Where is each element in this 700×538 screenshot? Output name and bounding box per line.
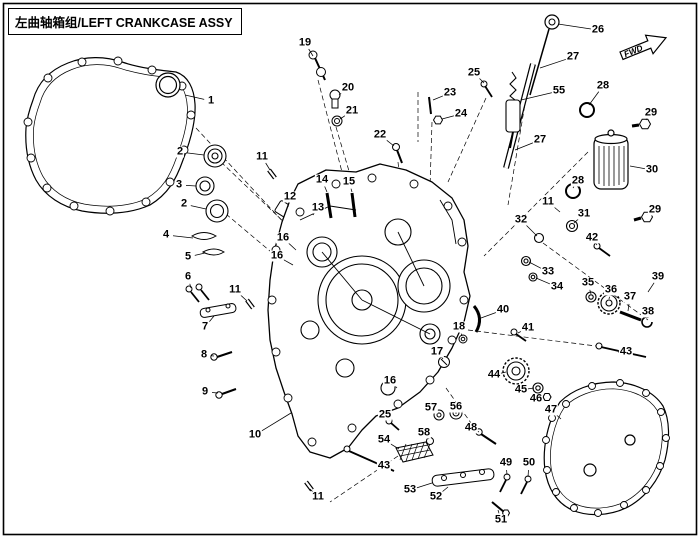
leader-line-27 bbox=[539, 58, 567, 69]
leader-line-40 bbox=[480, 312, 497, 319]
leader-line-39 bbox=[647, 282, 655, 293]
part-pump-gear-set bbox=[585, 291, 653, 328]
leader-line-28 bbox=[572, 186, 575, 189]
part-chain-guide bbox=[472, 305, 527, 342]
leader-line-3 bbox=[185, 185, 197, 187]
part-oil-filter bbox=[593, 129, 629, 190]
fwd-label: FWD bbox=[622, 43, 644, 60]
leader-line-5 bbox=[194, 252, 206, 256]
part-plug-washers bbox=[520, 219, 611, 282]
leader-line-34 bbox=[535, 277, 551, 285]
leader-line-30 bbox=[629, 165, 646, 170]
leader-line-23 bbox=[432, 95, 444, 101]
leader-line-45 bbox=[527, 387, 535, 390]
part-o-rings bbox=[565, 102, 595, 199]
title-box: 左曲轴箱组/LEFT CRANKCASE ASSY bbox=[8, 8, 242, 35]
part-gasket-left bbox=[23, 56, 196, 216]
leader-line-58 bbox=[428, 438, 430, 440]
leader-line-42 bbox=[595, 243, 598, 246]
leader-line-29 bbox=[645, 118, 648, 121]
part-bearings bbox=[195, 144, 229, 223]
part-crankcase-body bbox=[267, 163, 471, 459]
leader-line-22 bbox=[385, 139, 395, 147]
leader-line-33 bbox=[528, 261, 542, 270]
part-hex-bolts bbox=[631, 118, 654, 223]
leader-line-9 bbox=[211, 392, 219, 394]
leader-line-35 bbox=[589, 289, 592, 295]
leader-line-16 bbox=[287, 242, 297, 251]
leader-line-36 bbox=[608, 296, 610, 300]
leader-line-28 bbox=[588, 91, 600, 106]
leader-line-17 bbox=[441, 357, 444, 360]
leader-line-7 bbox=[209, 315, 215, 322]
fwd-arrow: FWD bbox=[619, 34, 668, 61]
part-tensioner bbox=[505, 71, 521, 149]
leader-line-27 bbox=[514, 142, 534, 151]
leader-line-10 bbox=[260, 412, 292, 432]
leader-line-18 bbox=[460, 333, 463, 337]
leader-line-55 bbox=[520, 92, 553, 101]
leader-line-16 bbox=[282, 259, 294, 266]
leader-line-57 bbox=[436, 412, 438, 414]
page-title: 左曲轴箱组/LEFT CRANKCASE ASSY bbox=[15, 16, 233, 30]
leader-line-32 bbox=[525, 224, 538, 237]
leader-line-2 bbox=[186, 152, 205, 156]
part-top-fasteners bbox=[308, 50, 493, 164]
leader-line-12 bbox=[287, 203, 289, 208]
leader-line-11 bbox=[553, 206, 561, 213]
leader-line-51 bbox=[497, 509, 500, 514]
leader-line-53 bbox=[416, 482, 433, 489]
leader-line-44 bbox=[500, 371, 507, 374]
leader-line-21 bbox=[339, 114, 347, 120]
part-cover-right bbox=[542, 379, 670, 517]
leader-line-11 bbox=[239, 294, 248, 302]
leader-line-11 bbox=[265, 162, 271, 171]
leader-line-24 bbox=[441, 115, 455, 120]
leader-line-25 bbox=[478, 77, 485, 84]
leader-line-37 bbox=[627, 303, 630, 312]
leader-line-41 bbox=[517, 330, 522, 334]
part-sprocket-set bbox=[502, 357, 552, 402]
leader-line-19 bbox=[308, 48, 314, 57]
leader-line-1 bbox=[184, 94, 205, 100]
leader-line-54 bbox=[389, 443, 400, 450]
leader-line-52 bbox=[441, 486, 449, 493]
leader-line-26 bbox=[557, 23, 592, 30]
leader-line-50 bbox=[527, 469, 529, 478]
leader-line-2 bbox=[190, 205, 207, 210]
leader-line-14 bbox=[324, 186, 328, 193]
leader-line-6 bbox=[189, 283, 192, 289]
part-bottom-fasteners bbox=[343, 342, 647, 517]
leader-line-13 bbox=[312, 213, 315, 216]
leader-line-15 bbox=[350, 188, 353, 193]
leader-line-4 bbox=[172, 235, 194, 239]
leader-line-43 bbox=[371, 460, 378, 464]
